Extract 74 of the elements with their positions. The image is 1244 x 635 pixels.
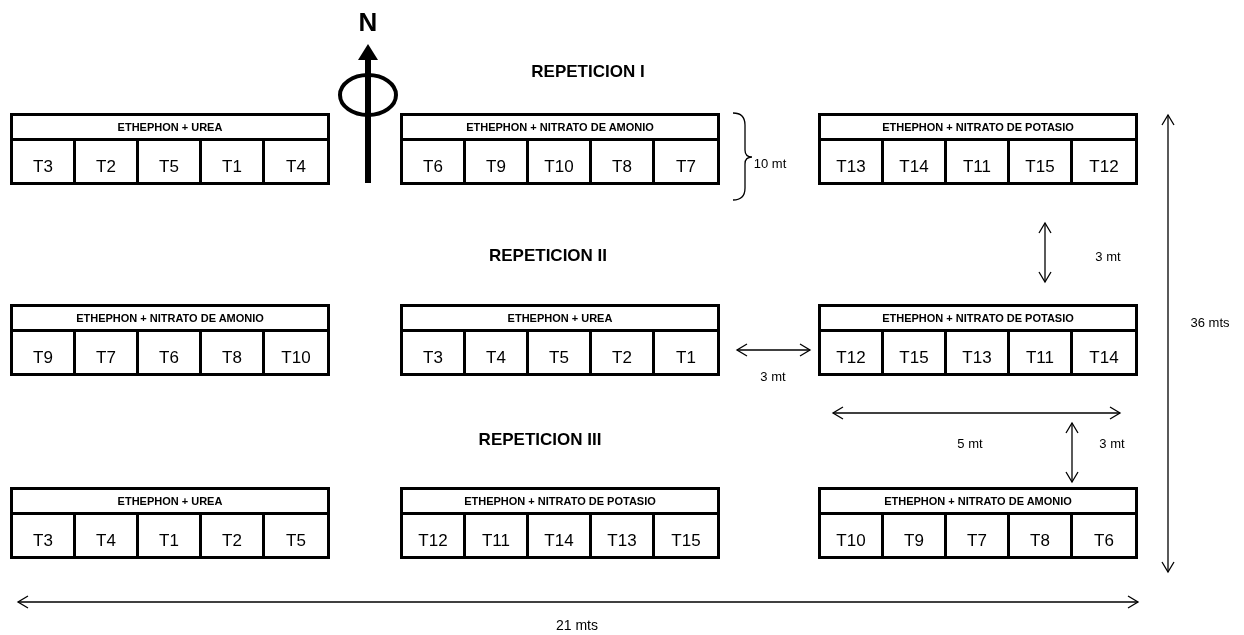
plot-cell: T14 xyxy=(529,515,592,556)
plot-cell: T3 xyxy=(13,141,76,182)
treatment-header: ETHEPHON + NITRATO DE POTASIO xyxy=(821,116,1135,141)
plot-cell: T9 xyxy=(466,141,529,182)
plot-cell: T14 xyxy=(884,141,947,182)
plot-cell: T12 xyxy=(821,332,884,373)
plot-cell: T15 xyxy=(1010,141,1073,182)
dimension-label: 10 mt xyxy=(753,155,787,171)
plot-cell: T13 xyxy=(947,332,1010,373)
plot-cell: T15 xyxy=(884,332,947,373)
plot-cell: T11 xyxy=(1010,332,1073,373)
plot-box xyxy=(818,304,1138,376)
plot-cell: T6 xyxy=(403,141,466,182)
dimension-label: 3 mt xyxy=(1099,435,1125,451)
plot-box xyxy=(818,487,1138,559)
plot-cell: T14 xyxy=(1073,332,1135,373)
treatment-header: ETHEPHON + NITRATO DE AMONIO xyxy=(13,307,327,332)
plot-cell: T10 xyxy=(821,515,884,556)
plot-cell: T6 xyxy=(139,332,202,373)
dimension-label: 3 mt xyxy=(760,368,786,384)
treatment-header: ETHEPHON + NITRATO DE POTASIO xyxy=(821,307,1135,332)
treatment-header: ETHEPHON + UREA xyxy=(13,116,327,141)
plot-cell: T5 xyxy=(529,332,592,373)
plot-cell: T13 xyxy=(592,515,655,556)
block-heading: REPETICION II xyxy=(488,246,608,266)
treatment-header: ETHEPHON + NITRATO DE AMONIO xyxy=(821,490,1135,515)
plot-cell: T7 xyxy=(655,141,717,182)
treatment-header: ETHEPHON + UREA xyxy=(403,307,717,332)
plot-cell: T6 xyxy=(1073,515,1135,556)
plot-cell: T1 xyxy=(655,332,717,373)
plot-cell: T2 xyxy=(76,141,139,182)
plot-cell: T8 xyxy=(592,141,655,182)
plot-cell: T12 xyxy=(403,515,466,556)
plot-cell: T4 xyxy=(76,515,139,556)
block-heading: REPETICION I xyxy=(531,62,645,82)
plot-box xyxy=(10,487,330,559)
treatment-header: ETHEPHON + NITRATO DE POTASIO xyxy=(403,490,717,515)
plot-box xyxy=(400,487,720,559)
plot-box xyxy=(400,113,720,185)
plot-cell: T8 xyxy=(1010,515,1073,556)
plot-cell: T7 xyxy=(947,515,1010,556)
plot-cell: T1 xyxy=(202,141,265,182)
dimension-label: 36 mts xyxy=(1190,314,1230,330)
treatment-header: ETHEPHON + UREA xyxy=(13,490,327,515)
plot-cell: T2 xyxy=(592,332,655,373)
plot-cell: T3 xyxy=(13,515,76,556)
plot-cell: T12 xyxy=(1073,141,1135,182)
plot-cell: T11 xyxy=(947,141,1010,182)
plot-cell: T2 xyxy=(202,515,265,556)
plot-cell: T4 xyxy=(466,332,529,373)
plot-box xyxy=(818,113,1138,185)
plot-cell: T15 xyxy=(655,515,717,556)
plot-cell: T9 xyxy=(13,332,76,373)
plot-cell: T5 xyxy=(265,515,327,556)
plot-cell: T1 xyxy=(139,515,202,556)
plot-box xyxy=(400,304,720,376)
plot-cell: T10 xyxy=(265,332,327,373)
plot-box xyxy=(10,113,330,185)
plot-cell: T4 xyxy=(265,141,327,182)
north-label: N xyxy=(358,6,378,38)
dimension-label: 3 mt xyxy=(1095,248,1121,264)
plot-cell: T3 xyxy=(403,332,466,373)
block-heading: REPETICION III xyxy=(478,430,602,450)
plot-cell: T8 xyxy=(202,332,265,373)
plot-cell: T9 xyxy=(884,515,947,556)
plot-cell: T10 xyxy=(529,141,592,182)
plot-cell: T5 xyxy=(139,141,202,182)
dimension-label: 21 mts xyxy=(556,617,598,633)
dimension-label: 5 mt xyxy=(957,435,983,451)
plot-cell: T11 xyxy=(466,515,529,556)
plot-cell: T13 xyxy=(821,141,884,182)
plot-box xyxy=(10,304,330,376)
plot-cell: T7 xyxy=(76,332,139,373)
treatment-header: ETHEPHON + NITRATO DE AMONIO xyxy=(403,116,717,141)
